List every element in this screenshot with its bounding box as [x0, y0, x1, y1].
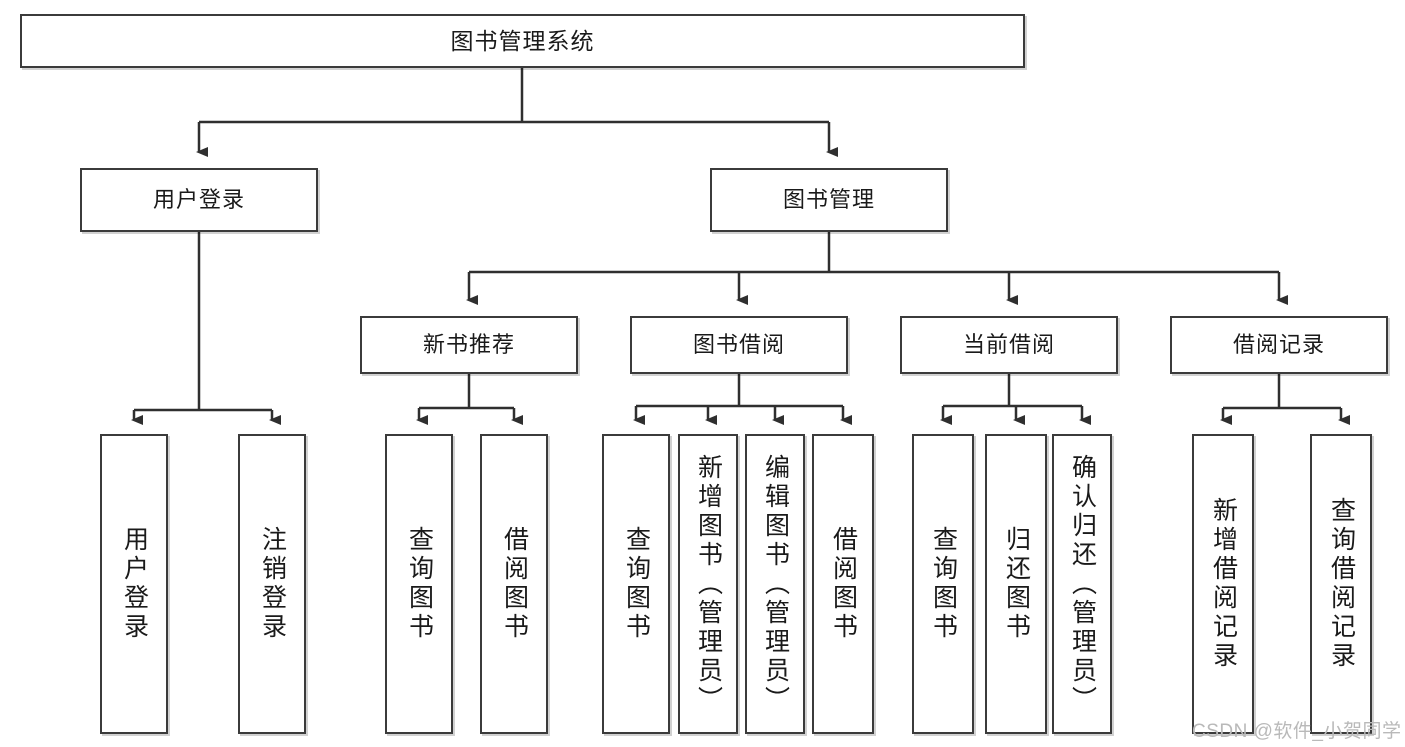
node-new-book-recommend[interactable]: 新书推荐 — [360, 316, 578, 374]
leaf-confirm-return[interactable]: 确认归还（管理员） — [1052, 434, 1112, 734]
leaf-add-book-label: 新增图书（管理员） — [694, 453, 723, 715]
node-root-label: 图书管理系统 — [450, 27, 595, 54]
leaf-query-book-borrow[interactable]: 查询图书 — [602, 434, 670, 734]
leaf-return-book[interactable]: 归还图书 — [985, 434, 1047, 734]
leaf-query-book-borrow-label: 查询图书 — [622, 526, 651, 642]
node-user-login-label: 用户登录 — [152, 187, 245, 213]
leaf-borrow-book-rec-label: 借阅图书 — [500, 526, 529, 642]
leaf-add-record-label: 新增借阅记录 — [1209, 497, 1238, 671]
leaf-query-book-cur[interactable]: 查询图书 — [912, 434, 974, 734]
leaf-borrow-book[interactable]: 借阅图书 — [812, 434, 874, 734]
node-book-borrow[interactable]: 图书借阅 — [630, 316, 848, 374]
node-book-management-label: 图书管理 — [782, 187, 875, 213]
leaf-edit-book[interactable]: 编辑图书（管理员） — [745, 434, 805, 734]
node-book-borrow-label: 图书借阅 — [692, 332, 785, 358]
node-borrow-record-label: 借阅记录 — [1232, 332, 1325, 358]
leaf-query-book-cur-label: 查询图书 — [929, 526, 958, 642]
leaf-query-record[interactable]: 查询借阅记录 — [1310, 434, 1372, 734]
node-root[interactable]: 图书管理系统 — [20, 14, 1025, 68]
leaf-add-record[interactable]: 新增借阅记录 — [1192, 434, 1254, 734]
leaf-query-book-rec-label: 查询图书 — [405, 526, 434, 642]
node-book-management[interactable]: 图书管理 — [710, 168, 948, 232]
leaf-user-login-label: 用户登录 — [120, 526, 149, 642]
leaf-logout-label: 注销登录 — [258, 526, 287, 642]
node-new-book-recommend-label: 新书推荐 — [422, 332, 515, 358]
leaf-return-book-label: 归还图书 — [1002, 526, 1031, 642]
leaf-query-record-label: 查询借阅记录 — [1327, 497, 1356, 671]
leaf-borrow-book-label: 借阅图书 — [829, 526, 858, 642]
csdn-watermark: CSDN @软件_小贺同学 — [1192, 721, 1402, 742]
leaf-borrow-book-rec[interactable]: 借阅图书 — [480, 434, 548, 734]
leaf-query-book-rec[interactable]: 查询图书 — [385, 434, 453, 734]
node-current-borrow-label: 当前借阅 — [962, 332, 1055, 358]
leaf-logout[interactable]: 注销登录 — [238, 434, 306, 734]
node-user-login[interactable]: 用户登录 — [80, 168, 318, 232]
node-borrow-record[interactable]: 借阅记录 — [1170, 316, 1388, 374]
leaf-confirm-return-label: 确认归还（管理员） — [1068, 453, 1097, 715]
leaf-user-login[interactable]: 用户登录 — [100, 434, 168, 734]
leaf-edit-book-label: 编辑图书（管理员） — [761, 453, 790, 715]
node-current-borrow[interactable]: 当前借阅 — [900, 316, 1118, 374]
leaf-add-book[interactable]: 新增图书（管理员） — [678, 434, 738, 734]
